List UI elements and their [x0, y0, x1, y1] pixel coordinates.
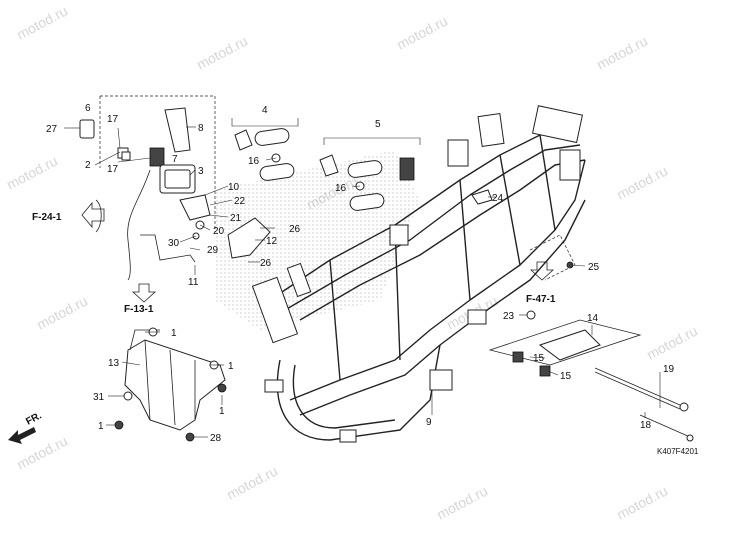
ref-arrow-f47 — [529, 261, 555, 281]
callout-27: 27 — [46, 124, 58, 135]
callout-28: 28 — [210, 433, 222, 444]
watermark-text: motod.ru — [614, 163, 670, 203]
callout-21: 21 — [230, 213, 242, 224]
callout-9: 9 — [426, 417, 432, 428]
watermark-text: motod.ru — [194, 33, 250, 73]
callout-1: 1 — [171, 328, 177, 339]
callout-2: 2 — [85, 160, 91, 171]
watermark-text: motod.ru — [14, 3, 70, 43]
callout-15: 15 — [533, 353, 545, 364]
callout-numbers: 6 27 17 2 17 8 7 3 10 22 21 20 30 29 11 … — [46, 103, 675, 444]
callout-30: 30 — [168, 238, 180, 249]
direction-arrow — [8, 427, 36, 444]
callout-14: 14 — [587, 313, 599, 324]
diagram-code: K407F4201 — [657, 447, 699, 456]
callout-17: 17 — [107, 164, 119, 175]
part-24-grommet — [471, 189, 493, 205]
stand-bracket-13 — [114, 327, 227, 442]
callout-24: 24 — [492, 193, 504, 204]
callout-26: 26 — [289, 224, 301, 235]
callout-31: 31 — [93, 392, 105, 403]
engine-hanger-14 — [488, 234, 694, 442]
callout-16: 16 — [335, 183, 347, 194]
callout-17: 17 — [107, 114, 119, 125]
callout-25: 25 — [588, 262, 600, 273]
watermark-text: motod.ru — [644, 323, 700, 363]
callout-20: 20 — [213, 226, 225, 237]
callout-1: 1 — [228, 361, 234, 372]
callout-4: 4 — [262, 105, 268, 116]
callout-5: 5 — [375, 119, 381, 130]
watermark-text: motod.ru — [224, 463, 280, 503]
watermark-text: motod.ru — [4, 153, 60, 193]
callout-29: 29 — [207, 245, 219, 256]
callout-3: 3 — [198, 166, 204, 177]
callout-11: 11 — [188, 277, 199, 288]
direction-label: FR. — [24, 410, 44, 427]
callout-1: 1 — [219, 406, 225, 417]
part-12-bracket — [227, 217, 271, 259]
watermark-text: motod.ru — [394, 13, 450, 53]
callout-1: 1 — [98, 421, 104, 432]
section-ref-f13: F-13-1 — [124, 304, 154, 315]
callout-18: 18 — [640, 420, 652, 431]
callout-8: 8 — [198, 123, 204, 134]
watermark-text: motod.ru — [614, 483, 670, 523]
callout-12: 12 — [266, 236, 278, 247]
section-ref-f47: F-47-1 — [526, 294, 556, 305]
callout-16: 16 — [248, 156, 260, 167]
damper-set-5 — [319, 137, 421, 211]
callout-19: 19 — [663, 364, 675, 375]
callout-22: 22 — [234, 196, 246, 207]
callout-23: 23 — [503, 311, 515, 322]
callout-13: 13 — [108, 358, 120, 369]
watermark-text: motod.ru — [594, 33, 650, 73]
latch-assembly — [79, 95, 216, 281]
section-ref-f24: F-24-1 — [32, 212, 62, 223]
ref-arrow-f24 — [81, 199, 105, 233]
callout-26: 26 — [260, 258, 272, 269]
callout-15: 15 — [560, 371, 572, 382]
callout-6: 6 — [85, 103, 91, 114]
ref-arrow-f13 — [131, 283, 157, 303]
damper-set-4 — [231, 118, 299, 181]
watermark-text: motod.ru — [34, 293, 90, 333]
leader-lines — [64, 126, 661, 438]
main-frame — [251, 105, 586, 443]
watermark-text: motod.ru — [434, 483, 490, 523]
callout-10: 10 — [228, 182, 240, 193]
callout-7: 7 — [172, 154, 178, 165]
